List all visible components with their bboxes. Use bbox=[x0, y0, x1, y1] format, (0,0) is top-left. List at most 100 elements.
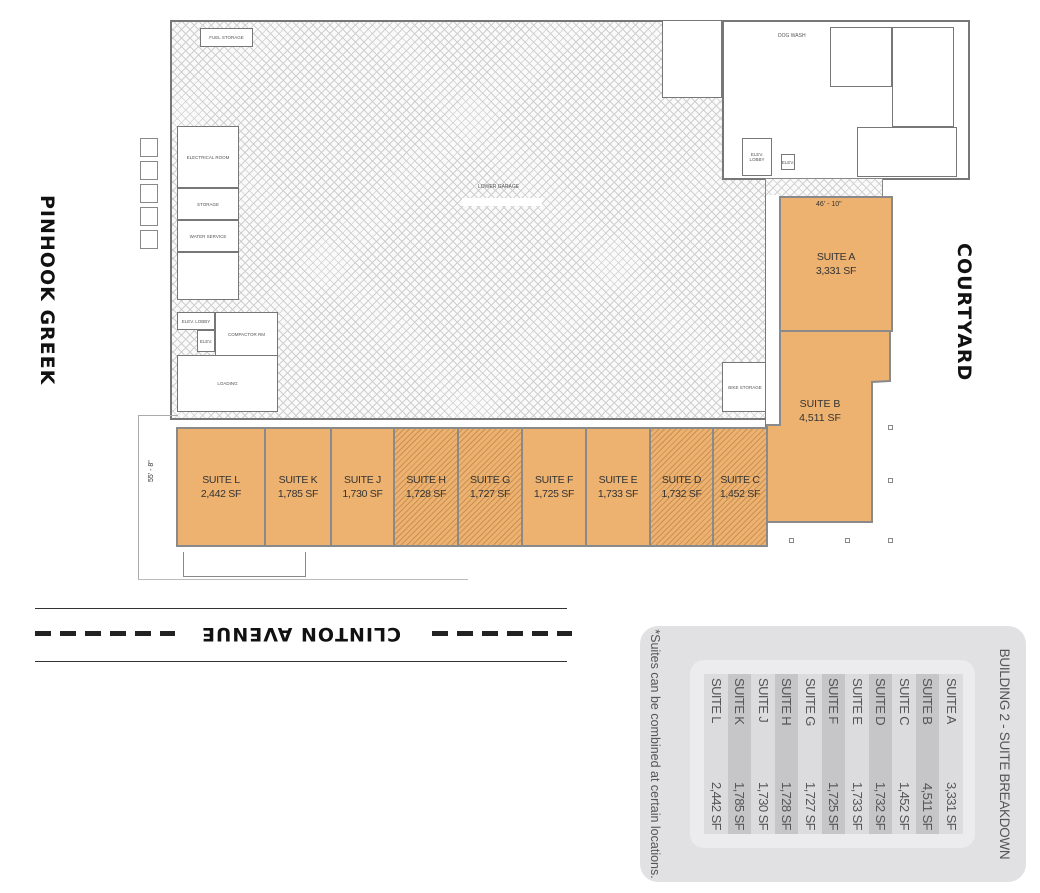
row-area: 1,733 SF bbox=[849, 782, 865, 830]
breakdown-row: SUITE A 3,331 SF bbox=[939, 674, 963, 834]
row-suite: SUITE B bbox=[920, 678, 936, 725]
suite-l-name: SUITE L bbox=[202, 474, 240, 486]
suite-e[interactable]: SUITE E 1,733 SF bbox=[585, 427, 651, 547]
north-block bbox=[662, 20, 722, 98]
suite-f-area: 1,725 SF bbox=[533, 488, 575, 500]
column-marker bbox=[845, 538, 850, 543]
breakdown-row: SUITE C 1,452 SF bbox=[892, 674, 916, 834]
elevator-west: ELEV. bbox=[197, 330, 215, 352]
suite-b[interactable] bbox=[765, 330, 895, 526]
column-marker bbox=[789, 538, 794, 543]
row-area: 1,728 SF bbox=[779, 782, 795, 830]
suite-j[interactable]: SUITE J 1,730 SF bbox=[330, 427, 395, 547]
east-corridor bbox=[765, 195, 780, 427]
bike-storage: BIKE STORAGE bbox=[722, 362, 768, 412]
row-suite: SUITE G bbox=[802, 678, 818, 726]
east-room-1 bbox=[830, 27, 892, 87]
courtyard-label: COURTYARD bbox=[953, 243, 975, 382]
suite-a-name: SUITE A bbox=[816, 251, 856, 263]
suite-e-area: 1,733 SF bbox=[597, 488, 639, 500]
elevator-east: ELEV. bbox=[781, 154, 795, 170]
suite-a-dimension: 46' - 10" bbox=[816, 201, 842, 208]
suite-d[interactable]: SUITE D 1,732 SF bbox=[649, 427, 714, 547]
suite-k-name: SUITE K bbox=[278, 474, 318, 486]
row-area: 1,730 SF bbox=[755, 782, 771, 830]
suite-e-name: SUITE E bbox=[598, 474, 638, 486]
row-suite: SUITE C bbox=[896, 678, 912, 726]
row-suite: SUITE H bbox=[779, 678, 795, 726]
suite-a-area: 3,331 SF bbox=[815, 265, 857, 277]
south-walk bbox=[138, 548, 468, 580]
dog-wash-label: DOG WASH bbox=[778, 33, 806, 39]
suite-b-name: SUITE B bbox=[799, 398, 841, 410]
suite-h[interactable]: SUITE H 1,728 SF bbox=[393, 427, 459, 547]
compactor-room: COMPACTOR RM bbox=[215, 312, 278, 356]
row-area: 1,785 SF bbox=[732, 782, 748, 830]
row-area: 3,331 SF bbox=[943, 782, 959, 830]
suite-g-name: SUITE G bbox=[470, 474, 510, 486]
street-centerline-east bbox=[432, 631, 572, 636]
suite-b-label: SUITE B 4,511 SF bbox=[790, 397, 850, 425]
row-area: 1,725 SF bbox=[826, 782, 842, 830]
breakdown-row: SUITE H 1,728 SF bbox=[775, 674, 799, 834]
breakdown-row: SUITE F 1,725 SF bbox=[822, 674, 846, 834]
suite-k[interactable]: SUITE K 1,785 SF bbox=[264, 427, 332, 547]
pinhook-greek-label: PINHOOK GREEK bbox=[36, 195, 58, 386]
clinton-avenue-label: CLINTON AVENUE bbox=[200, 623, 402, 645]
row-area: 1,727 SF bbox=[802, 782, 818, 830]
street-edge-north bbox=[35, 608, 567, 609]
suite-g-area: 1,727 SF bbox=[469, 488, 511, 500]
row-suite: SUITE F bbox=[826, 678, 842, 724]
column-marker bbox=[888, 478, 893, 483]
breakdown-title: BUILDING 2 - SUITE BREAKDOWN bbox=[997, 648, 1012, 860]
suite-d-area: 1,732 SF bbox=[661, 488, 702, 500]
column-marker bbox=[888, 425, 893, 430]
row-suite: SUITE A bbox=[943, 678, 959, 724]
row-area: 1,732 SF bbox=[873, 782, 889, 830]
loading-room: LOADING bbox=[177, 355, 278, 412]
suite-h-name: SUITE H bbox=[406, 474, 446, 486]
row-area: 2,442 SF bbox=[708, 782, 724, 830]
row-area: 1,452 SF bbox=[896, 782, 912, 830]
elev-lobby-west: ELEV. LOBBY bbox=[177, 312, 215, 330]
fuel-storage: FUEL STORAGE bbox=[200, 28, 253, 47]
suite-a[interactable]: SUITE A 3,331 SF bbox=[779, 196, 893, 332]
elev-lobby-east: ELEV. LOBBY bbox=[742, 138, 772, 176]
suite-j-name: SUITE J bbox=[344, 474, 381, 486]
row-suite: SUITE E bbox=[849, 678, 865, 725]
south-walk-box bbox=[183, 552, 306, 577]
suite-breakdown-panel: BUILDING 2 - SUITE BREAKDOWN SUITE A 3,33… bbox=[640, 626, 1026, 882]
suite-c-area: 1,452 SF bbox=[719, 488, 761, 500]
suite-l[interactable]: SUITE L 2,442 SF bbox=[176, 427, 266, 547]
breakdown-row: SUITE L 2,442 SF bbox=[704, 674, 728, 834]
breakdown-table: SUITE A 3,331 SF SUITE B 4,511 SF SUITE C 1… bbox=[690, 660, 975, 848]
suite-c[interactable]: SUITE C 1,452 SF bbox=[712, 427, 768, 547]
row-suite: SUITE L bbox=[708, 678, 724, 723]
parking-boxes bbox=[140, 138, 158, 249]
suite-b-area: 4,511 SF bbox=[799, 412, 841, 424]
breakdown-row: SUITE E 1,733 SF bbox=[845, 674, 869, 834]
water-service-room: WATER SERVICE bbox=[177, 220, 239, 252]
street-edge-south bbox=[35, 661, 567, 662]
row-area: 4,511 SF bbox=[920, 783, 936, 830]
suite-k-area: 1,785 SF bbox=[277, 488, 319, 500]
suite-c-name: SUITE C bbox=[720, 474, 760, 486]
east-room-2 bbox=[892, 27, 954, 127]
garage-label: LOWER GARAGE bbox=[478, 184, 520, 190]
electrical-room: ELECTRICAL ROOM bbox=[177, 126, 239, 188]
east-room-3 bbox=[857, 127, 957, 177]
column-marker bbox=[888, 538, 893, 543]
row-suite: SUITE D bbox=[873, 678, 889, 726]
breakdown-row: SUITE G 1,727 SF bbox=[798, 674, 822, 834]
suite-h-area: 1,728 SF bbox=[405, 488, 447, 500]
storage-room: STORAGE bbox=[177, 188, 239, 220]
garage-strip bbox=[765, 178, 883, 198]
suite-g[interactable]: SUITE G 1,727 SF bbox=[457, 427, 523, 547]
suite-j-area: 1,730 SF bbox=[342, 488, 383, 500]
suite-d-name: SUITE D bbox=[661, 474, 702, 486]
suite-l-area: 2,442 SF bbox=[200, 488, 242, 500]
